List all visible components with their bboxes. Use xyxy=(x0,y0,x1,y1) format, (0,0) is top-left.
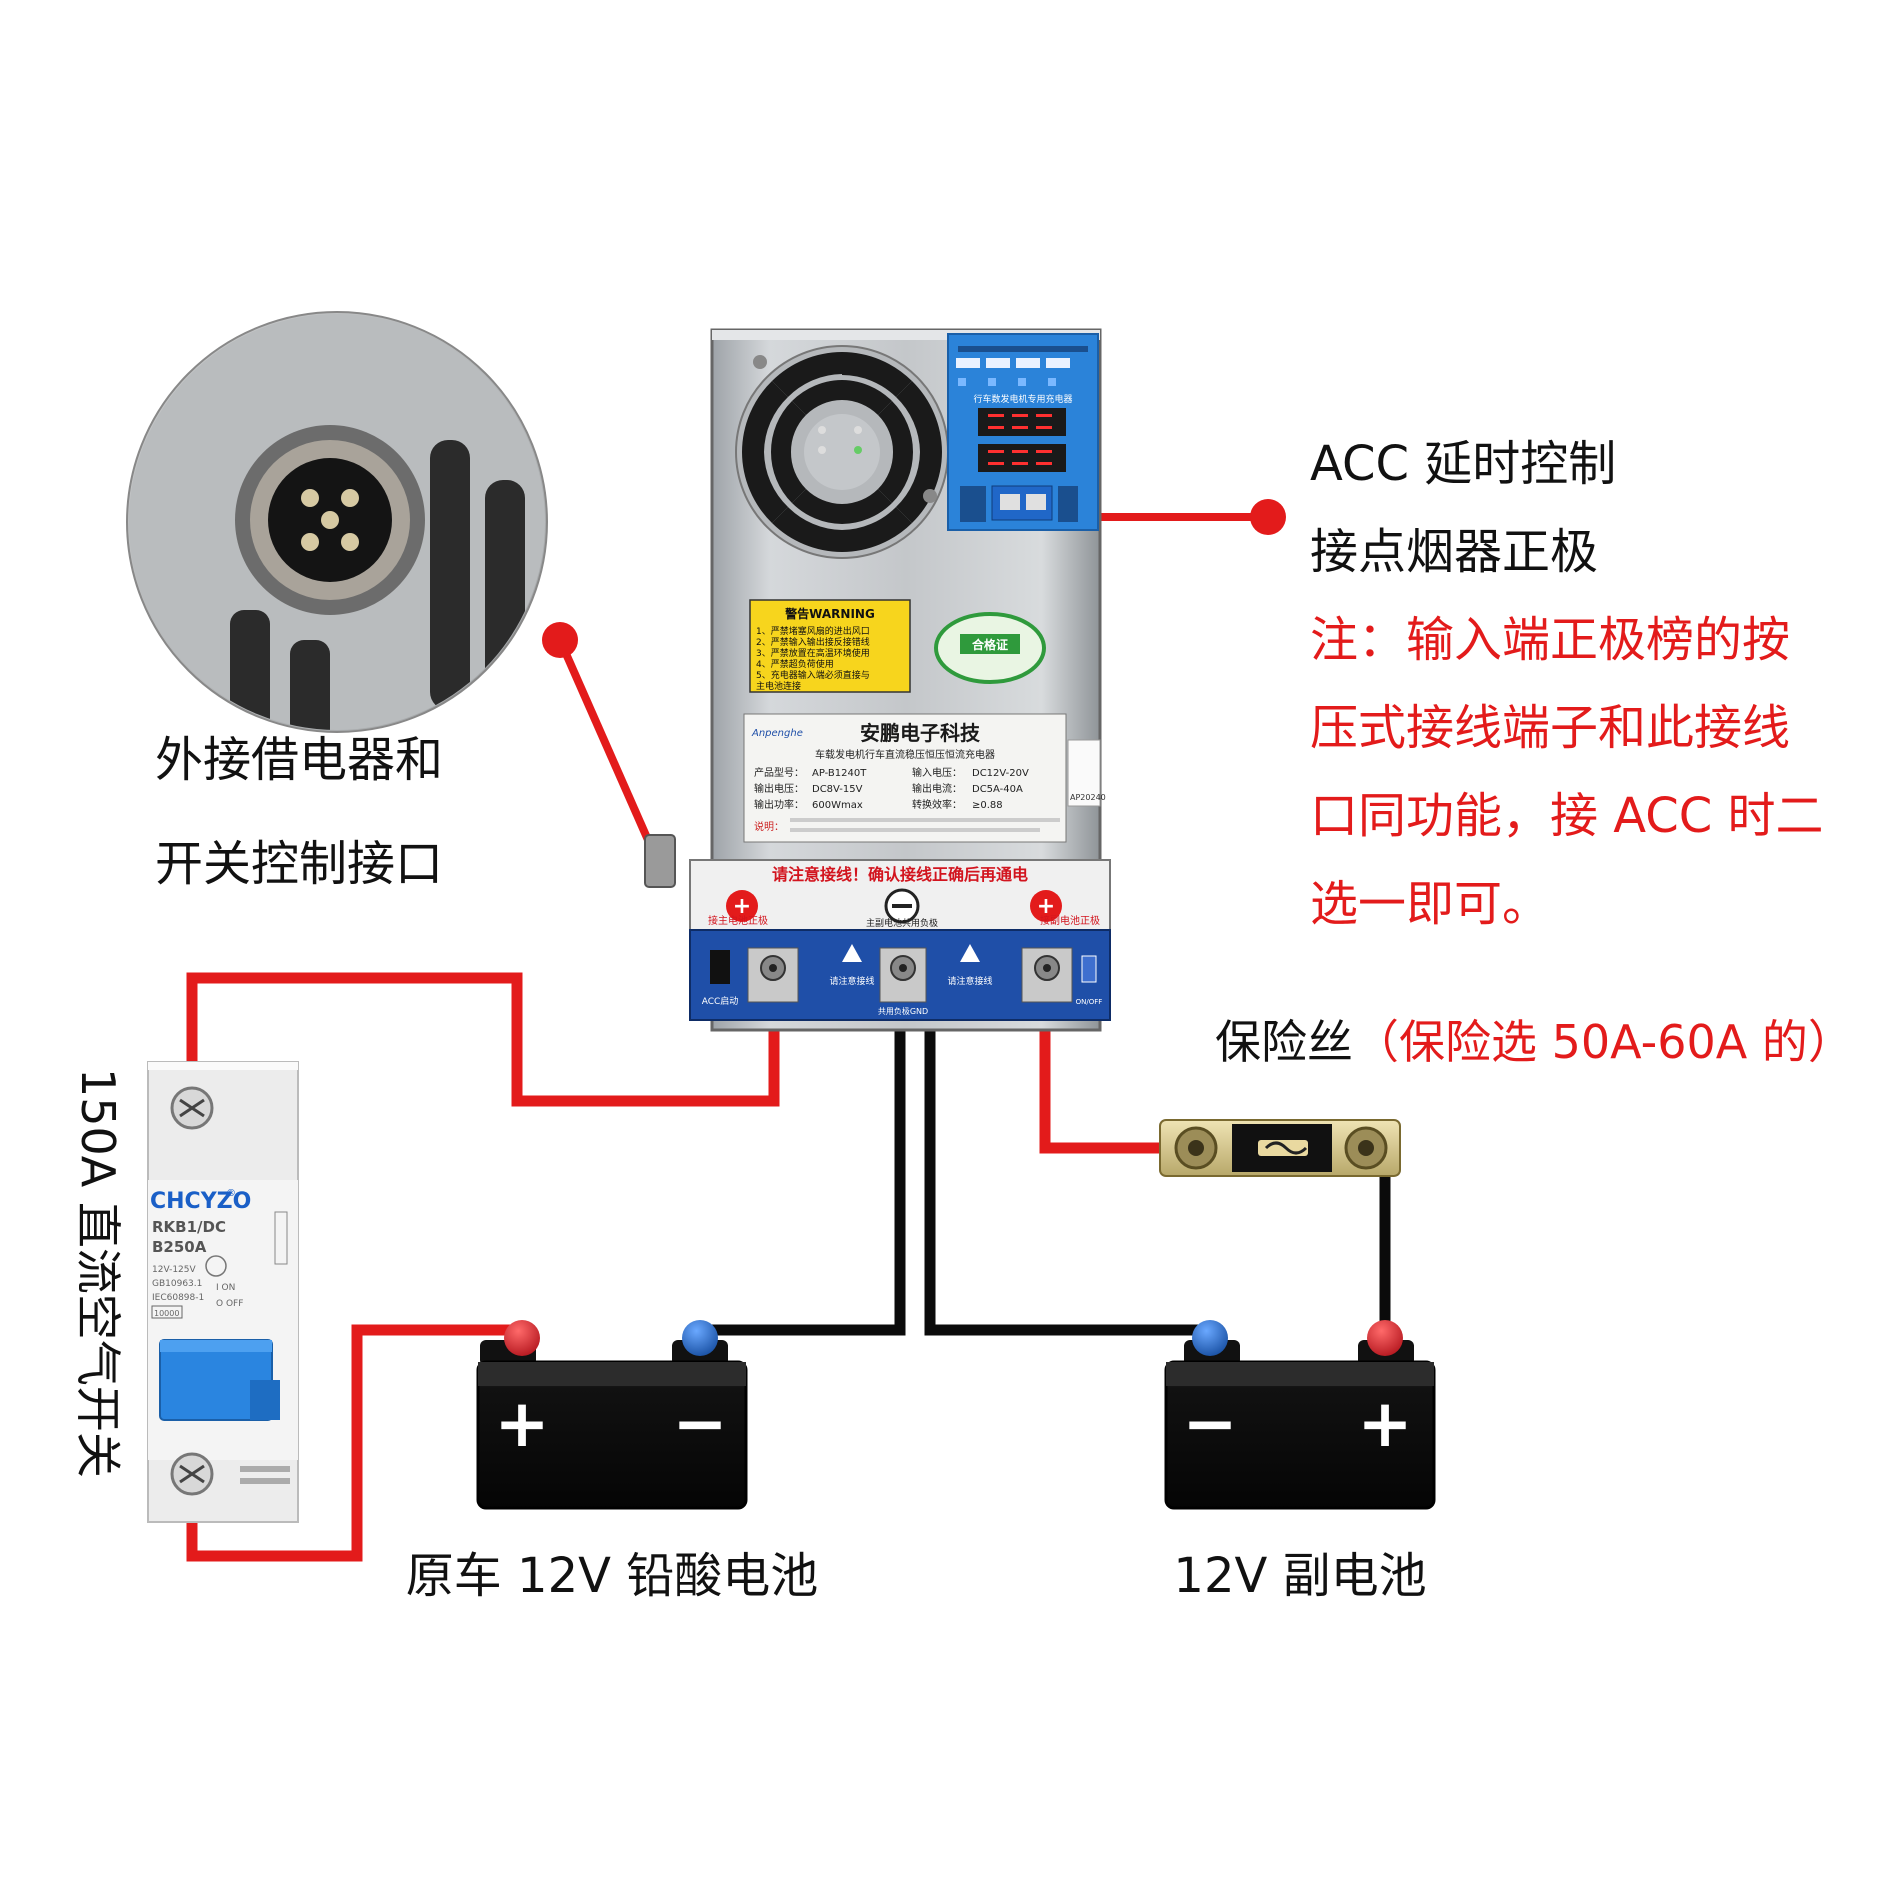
main-plus-symbol xyxy=(726,890,758,922)
spec-key: 输入电压： xyxy=(912,766,962,779)
current-display xyxy=(978,444,1066,472)
connector-closeup xyxy=(126,311,548,733)
fuse-label: 保险丝（保险选 50A-60A 的） xyxy=(1215,1015,1854,1069)
spec-key: 输出电流： xyxy=(912,782,962,795)
aviation-connector xyxy=(644,834,676,888)
warning-line: 5、充电器输入端必须直接与 xyxy=(756,669,870,681)
warning-title: 警告WARNING xyxy=(784,606,875,621)
spec-value: DC8V-15V xyxy=(812,784,863,795)
spec-key: 输出电压： xyxy=(754,782,804,795)
pointer-relay-dot xyxy=(542,622,578,658)
terminal-pcb: ACC启动 请注意接线 请注意接线 共用负极GND ON/OFF xyxy=(689,929,1111,1021)
spec-label: Anpenghe 安鹏电子科技 车载发电机行车直流稳压恒压恒流充电器 产品型号：… xyxy=(743,713,1067,843)
note-label: 说明： xyxy=(754,820,784,833)
main-battery-minus: − xyxy=(672,1385,727,1462)
serial-number: AP20240 xyxy=(1070,793,1106,802)
spec-value: DC12V-20V xyxy=(972,768,1029,779)
terminal-warning: 请注意接线！确认接线正确后再通电 xyxy=(772,865,1028,884)
warning-line: 3、严禁放置在高温环境使用 xyxy=(756,647,870,659)
fuse-label-main: 保险丝 xyxy=(1215,1015,1353,1069)
main-battery-label: 原车 12V 铅酸电池 xyxy=(406,1548,818,1604)
warning-line: 4、严禁超负荷使用 xyxy=(756,658,834,670)
label-aux-battery: 接副电池正极 xyxy=(1040,914,1100,927)
breaker-rating: B250A xyxy=(152,1238,207,1256)
label-common-negative: 主副电池共用负极 xyxy=(866,917,938,929)
wire-aux-to-fuse xyxy=(1039,1013,1160,1154)
warning-line: 主电池连接 xyxy=(756,680,801,692)
svg-text:+: + xyxy=(733,894,751,919)
relay-callout-line2: 开关控制接口 xyxy=(155,836,443,892)
certificate-badge: 合格证 xyxy=(934,612,1046,684)
note-line3: 口同功能，接 ACC 时二 xyxy=(1310,788,1824,844)
relay-callout-line1: 外接借电器和 xyxy=(155,732,443,788)
warning-line: 1、严禁堵塞风扇的进出风口 xyxy=(756,625,870,637)
breaker-voltage: 12V-125V xyxy=(152,1265,197,1275)
pointer-relay-line xyxy=(556,638,652,842)
product-subtitle: 车载发电机行车直流稳压恒压恒流充电器 xyxy=(815,748,995,761)
aux-battery-label: 12V 副电池 xyxy=(1173,1548,1426,1604)
brand-logo: Anpenghe xyxy=(751,728,803,739)
fuse-label-note: （保险选 50A-60A 的） xyxy=(1353,1015,1854,1069)
label-main-battery: 接主电池正极 xyxy=(708,914,768,927)
label-acc: ACC启动 xyxy=(702,995,739,1007)
warning-line: 2、严禁输入输出接反接错线 xyxy=(756,636,870,648)
panel-title: 行车数发电机专用充电器 xyxy=(973,393,1072,405)
label-caution: 请注意接线 xyxy=(947,975,992,987)
aux-battery-minus: − xyxy=(1182,1385,1237,1462)
aux-battery-plus: + xyxy=(1357,1385,1412,1462)
wire-acc-to-breaker xyxy=(186,972,780,1107)
acc-callout-line2: 接点烟器正极 xyxy=(1310,524,1598,580)
breaker-model: RKB1/DC xyxy=(152,1218,226,1236)
spec-key: 产品型号： xyxy=(754,766,804,779)
main-battery-plus: + xyxy=(494,1385,549,1462)
note-line4: 选一即可。 xyxy=(1310,876,1550,932)
control-panel: 行车数发电机专用充电器 xyxy=(947,333,1099,531)
terminal-strip: 请注意接线！确认接线正确后再通电 + 接主电池正极 主副电池共用负极 + 接副电… xyxy=(689,859,1111,931)
cooling-fan xyxy=(735,345,949,559)
spec-value: ≥0.88 xyxy=(972,800,1003,811)
fuse xyxy=(1159,1119,1401,1177)
label-caution: 请注意接线 xyxy=(829,975,874,987)
breaker-label: 150A 直流空气开关 xyxy=(71,1068,125,1478)
note-line1: 注：输入端正极榜的按 xyxy=(1310,612,1790,668)
breaker-brand: CHCYZO xyxy=(150,1189,251,1214)
acc-callout-line1: ACC 延时控制 xyxy=(1310,436,1616,492)
warning-label: 警告WARNING 1、严禁堵塞风扇的进出风口 2、严禁输入输出接反接错线 3、… xyxy=(749,599,911,693)
breaker-capacity: 10000 xyxy=(154,1309,179,1318)
brand-name: 安鹏电子科技 xyxy=(860,721,981,745)
spec-key: 转换效率： xyxy=(912,798,962,811)
circuit-breaker: CHCYZO ® RKB1/DC B250A 12V-125V GB10963.… xyxy=(147,1061,299,1523)
wires xyxy=(186,499,1391,1562)
certificate-text: 合格证 xyxy=(972,637,1008,652)
breaker-std1: GB10963.1 xyxy=(152,1279,202,1289)
wire-gnd-to-main-negative xyxy=(694,1005,906,1345)
pointer-acc-dot xyxy=(1250,499,1286,535)
note-line2: 压式接线端子和此接线 xyxy=(1310,700,1790,756)
aux-plus-symbol xyxy=(1030,890,1062,922)
breaker-registered-mark: ® xyxy=(226,1188,236,1199)
breaker-off-label: O OFF xyxy=(216,1299,243,1309)
serial-tag: AP20240 xyxy=(1067,739,1106,807)
breaker-on-label: I ON xyxy=(216,1283,235,1293)
breaker-std2: IEC60898-1 xyxy=(152,1293,204,1303)
spec-key: 输出功率： xyxy=(754,798,804,811)
aux-battery: − + xyxy=(1164,1320,1436,1510)
charger-device: 行车数发电机专用充电器 警告WARNING 1、严禁堵塞风扇的进出风口 2、严禁… xyxy=(644,328,1111,1032)
spec-value: 600Wmax xyxy=(812,800,863,811)
spec-value: AP-B1240T xyxy=(812,768,867,779)
spec-value: DC5A-40A xyxy=(972,784,1023,795)
main-battery: + − xyxy=(476,1320,748,1510)
voltage-display xyxy=(978,408,1066,436)
callout-texts: ACC 延时控制 接点烟器正极 注：输入端正极榜的按 压式接线端子和此接线 口同… xyxy=(71,436,1854,1604)
svg-text:+: + xyxy=(1037,894,1055,919)
label-onoff: ON/OFF xyxy=(1076,998,1103,1006)
label-gnd: 共用负极GND xyxy=(878,1006,928,1016)
